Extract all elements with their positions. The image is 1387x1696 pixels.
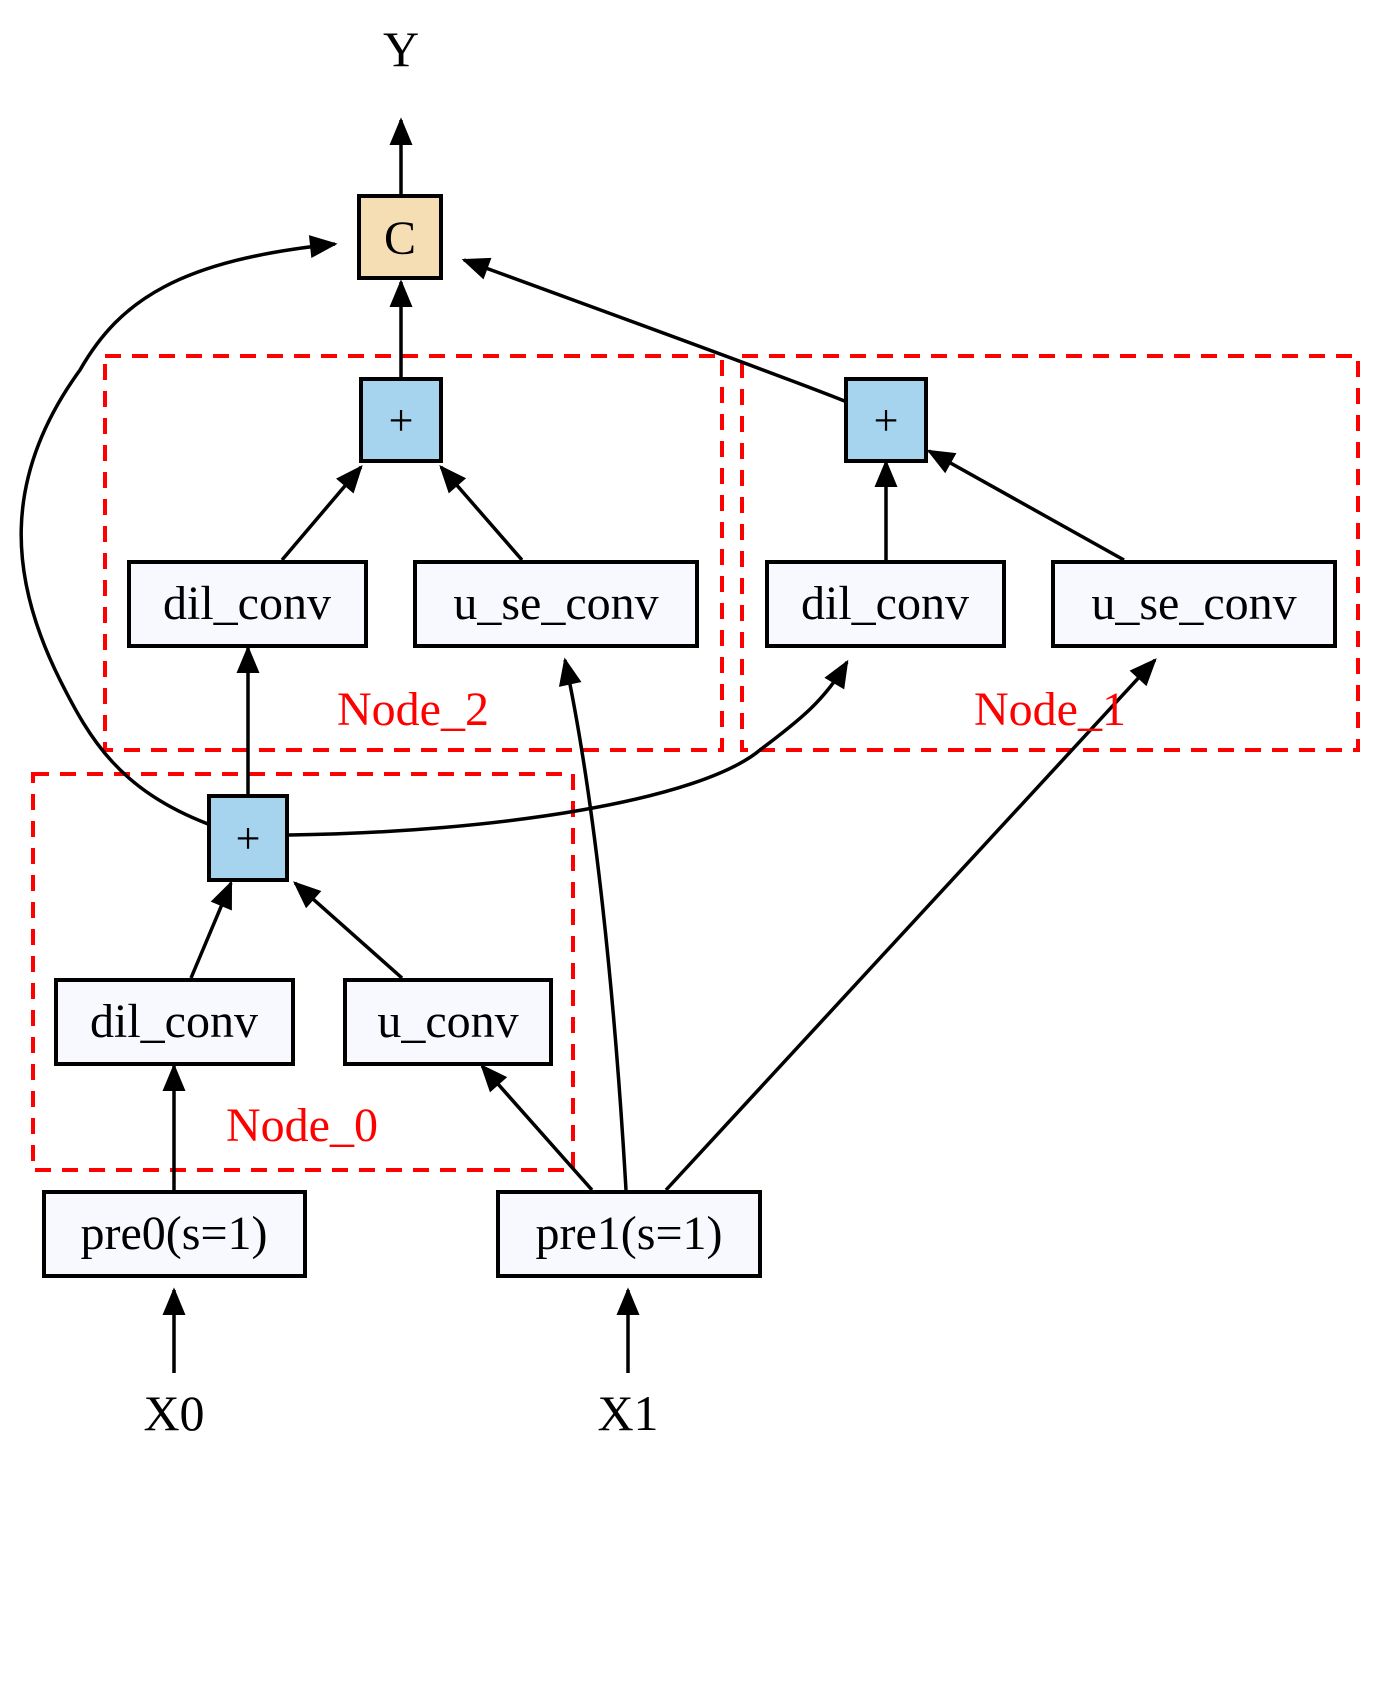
cluster-node-2: [103, 354, 724, 752]
arrowhead: [293, 881, 322, 909]
edge-add1-to-concat: [463, 258, 848, 404]
arrowhead: [210, 880, 233, 911]
concat-node[interactable]: [357, 194, 443, 280]
pre1-node[interactable]: [496, 1190, 762, 1278]
n2-add-symbol: +: [389, 396, 414, 445]
cluster-node-1: [740, 354, 1360, 752]
pre0-label: pre0(s=1): [80, 1207, 267, 1260]
arrowhead: [439, 465, 467, 494]
arrowhead: [336, 465, 363, 494]
arrowhead: [1129, 658, 1157, 687]
arrowhead: [480, 1064, 508, 1093]
n1-useconv-label: u_se_conv: [1091, 577, 1296, 630]
output-label: Y: [383, 21, 419, 77]
n1-dilconv-node[interactable]: [765, 560, 1006, 648]
arrowhead: [308, 235, 338, 259]
pre1-label: pre1(s=1): [535, 1207, 722, 1260]
edge-pre1-to-n2-useconv: [563, 659, 628, 1191]
edge-add0-to-n1-dilconv: [288, 661, 849, 837]
arrowhead: [236, 645, 260, 673]
n2-cluster-label: Node_2: [337, 683, 489, 736]
n0-cluster-label: Node_0: [226, 1099, 378, 1152]
arrowhead: [926, 449, 957, 474]
concat-label: C: [384, 212, 416, 265]
n2-dilconv-label: dil_conv: [163, 577, 331, 630]
edges: [19, 120, 1157, 1373]
arrowhead: [162, 1287, 186, 1315]
n0-add-symbol: +: [236, 814, 261, 863]
edge-add0-to-concat: [19, 242, 336, 826]
n1-add-node[interactable]: [844, 377, 928, 463]
arrowhead: [616, 1287, 640, 1315]
n0-add-node[interactable]: [207, 794, 289, 882]
n0-dilconv-label: dil_conv: [90, 995, 258, 1048]
n1-dilconv-label: dil_conv: [801, 577, 969, 630]
n2-add-node[interactable]: [359, 377, 443, 463]
n1-cluster-label: Node_1: [974, 683, 1126, 736]
arrowhead: [874, 459, 898, 487]
n1-add-symbol: +: [874, 396, 899, 445]
arrowhead: [162, 1063, 186, 1091]
arrowhead: [461, 257, 492, 280]
arrowheads: [162, 117, 1157, 1315]
input-x0-label: X0: [143, 1385, 204, 1441]
n2-useconv-label: u_se_conv: [453, 577, 658, 630]
cluster-node-0: [31, 772, 575, 1172]
n0-uconv-node[interactable]: [343, 978, 553, 1066]
arrowhead: [824, 659, 849, 690]
n2-useconv-node[interactable]: [413, 560, 699, 648]
edge-pre1-to-n1-useconv: [664, 658, 1157, 1192]
n0-uconv-label: u_conv: [377, 995, 518, 1048]
pre0-node[interactable]: [42, 1190, 307, 1278]
input-x1-label: X1: [597, 1385, 658, 1441]
n0-dilconv-node[interactable]: [54, 978, 295, 1066]
edge-pre1-to-n0-uconv: [480, 1064, 594, 1192]
arrowhead: [389, 279, 413, 307]
n1-useconv-node[interactable]: [1051, 560, 1337, 648]
arrowhead: [389, 117, 413, 145]
edge-n1-useconv-to-add1: [928, 449, 1125, 562]
arrowhead: [558, 657, 582, 687]
n2-dilconv-node[interactable]: [127, 560, 368, 648]
